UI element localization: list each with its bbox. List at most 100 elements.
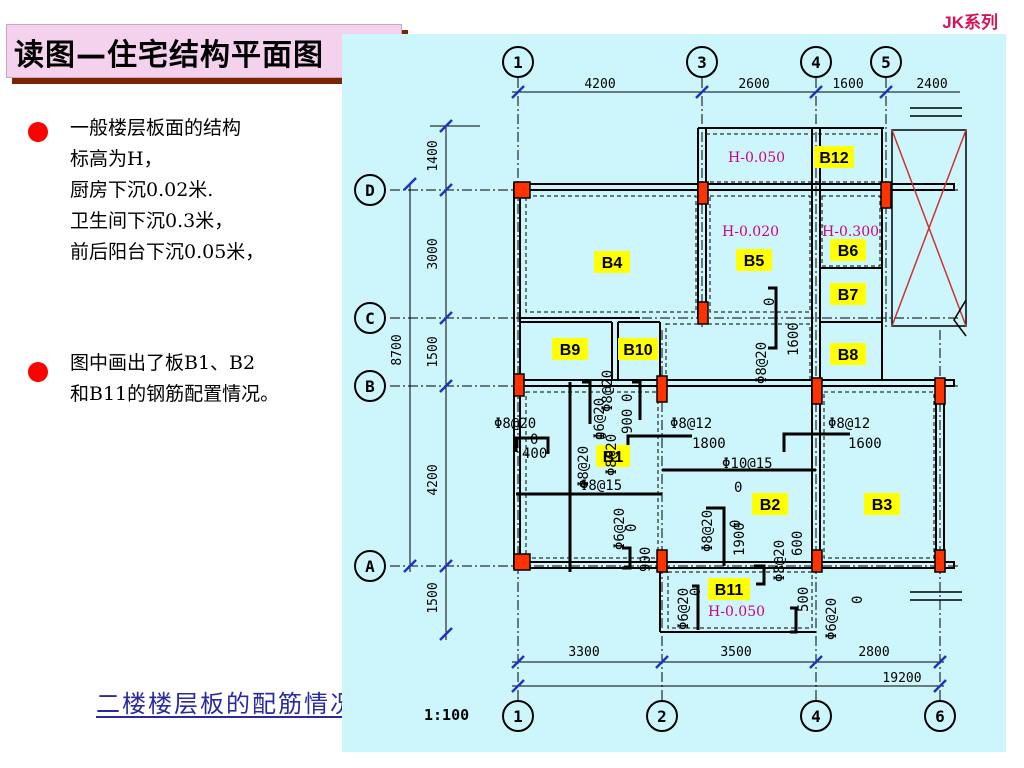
caption-underline: [96, 716, 406, 718]
rebar-label: 1900: [732, 522, 748, 556]
columns: [513, 181, 946, 573]
dimension-label: 3300: [568, 645, 599, 660]
rebar-label: 900: [620, 409, 636, 434]
rebar-label: Φ8@20: [700, 510, 716, 552]
note-1-line: 前后阳台下沉0.05米，: [70, 241, 265, 263]
dimension-label: 2600: [738, 77, 769, 92]
rebar-label: 1600: [786, 322, 802, 356]
dimension-label: 2400: [916, 77, 947, 92]
dimension-label: 3000: [426, 238, 441, 269]
dimension-lines: [409, 91, 960, 687]
rebar-label: Φ6@20: [676, 588, 692, 630]
axis-label: 1: [513, 707, 523, 726]
rebar-label: 0: [850, 596, 866, 604]
slab-label: B3: [872, 497, 893, 514]
rebar-label: 1800: [692, 436, 726, 452]
elevation-label: H-0.050: [708, 604, 765, 620]
note-2-line: 图中画出了板B1、B2: [70, 352, 256, 374]
note-2: 图中画出了板B1、B2 和B11的钢筋配置情况。: [70, 348, 279, 410]
slab-label: B12: [819, 150, 848, 167]
rebar-label: Φ8@12: [670, 416, 712, 432]
dimension-ticks: [403, 85, 947, 693]
plan-background: [342, 34, 1006, 752]
dimension-label: 4200: [426, 464, 441, 495]
rebar-label: Φ8@20: [754, 342, 770, 384]
axis-bubbles: [354, 46, 956, 732]
axis-label: C: [365, 309, 375, 328]
axis-label: B: [365, 377, 375, 396]
axis-label: 1: [513, 53, 523, 72]
note-1-line: 标高为H，: [70, 148, 163, 170]
bullet-icon: [28, 122, 48, 142]
dimension-label: 1500: [426, 582, 441, 613]
rebar-label: 1600: [848, 436, 882, 452]
slab-label: B8: [838, 347, 859, 364]
axis-label: 4: [811, 53, 821, 72]
rebar-label: 0: [762, 298, 778, 306]
rebar-label: 0: [688, 588, 704, 596]
slab-label: B11: [715, 582, 744, 599]
dimension-label: 1500: [426, 336, 441, 367]
dimension-label: 1400: [426, 140, 441, 171]
elevation-label: H-0.050: [728, 150, 785, 166]
axis-label: 4: [811, 707, 821, 726]
note-2-line: 和B11的钢筋配置情况。: [70, 383, 280, 405]
slab-label: B2: [760, 497, 781, 514]
dimension-label: 4200: [584, 77, 615, 92]
axis-label: A: [365, 557, 375, 576]
rebar-label: Φ10@15: [722, 456, 773, 472]
elevation-label: H-0.020: [722, 224, 779, 240]
elevation-label: H-0.300: [822, 224, 879, 240]
bullet-icon: [28, 362, 48, 382]
slab-label: B6: [838, 243, 859, 260]
rebar-label: 0: [530, 432, 538, 448]
dimension-label: 2800: [858, 645, 889, 660]
stair-outline: [891, 107, 967, 601]
slab-label: B1: [603, 449, 624, 466]
rebar-label: Φ6@20: [592, 398, 608, 440]
dimension-label: 8700: [390, 334, 405, 365]
rebar-label: Φ8@15: [580, 478, 622, 494]
axis-label: 5: [881, 53, 891, 72]
dimension-label: 1600: [832, 77, 863, 92]
rebar-label: 0: [734, 480, 742, 496]
rebar-label: Φ6@20: [824, 598, 840, 640]
hidden-lines: [525, 133, 935, 629]
axis-label: D: [365, 181, 375, 200]
rebar-label: Φ8@20: [576, 446, 592, 488]
rebar-label: 0: [728, 520, 744, 528]
axis-label: 6: [935, 707, 945, 726]
drawing-caption: 二楼楼层板的配筋情况: [96, 690, 356, 718]
note-1-line: 一般楼层板面的结构: [70, 117, 242, 139]
series-tag: JK系列: [942, 13, 998, 32]
rebar-label: Φ8@20: [494, 416, 536, 432]
rebar-label: Φ8@20: [600, 370, 616, 412]
rebar-label: 0: [624, 524, 640, 532]
note-1-line: 卫生间下沉0.3米，: [70, 210, 234, 232]
rebar-label: 600: [790, 531, 806, 556]
rebar-label: 400: [522, 446, 547, 462]
note-1-line: 厨房下沉0.02米.: [70, 179, 214, 201]
rebar-label: 900: [638, 547, 654, 572]
rebar-label: 500: [796, 587, 812, 612]
dimension-label: 19200: [882, 671, 921, 686]
slab-label: B10: [623, 342, 652, 359]
slab-labels: [552, 146, 900, 600]
rebar-label: Φ8@12: [828, 416, 870, 432]
slab-label: B5: [744, 253, 765, 270]
rebar-label: 0: [620, 394, 636, 402]
slab-label: B7: [838, 287, 859, 304]
rebar-label: Φ8@20: [604, 434, 620, 476]
title-box: [6, 24, 402, 78]
axis-label: 2: [657, 707, 667, 726]
rebar-label: 0: [594, 432, 610, 440]
slide-title: 读图—住宅结构平面图: [14, 38, 324, 73]
note-1: 一般楼层板面的结构 标高为H， 厨房下沉0.02米. 卫生间下沉0.3米， 前后…: [70, 113, 264, 268]
floor-plan-drawing: 1 3 4 5 1 2 4 6 D C B A 4200 2600 1600 2…: [342, 34, 1006, 752]
slab-label: B4: [602, 255, 623, 272]
scale-label: 1:100: [424, 706, 469, 724]
rebar-label: Φ6@20: [612, 508, 628, 550]
rebar-label: Φ8@20: [772, 540, 788, 582]
axis-label: 3: [697, 53, 707, 72]
slab-label: B9: [560, 342, 581, 359]
